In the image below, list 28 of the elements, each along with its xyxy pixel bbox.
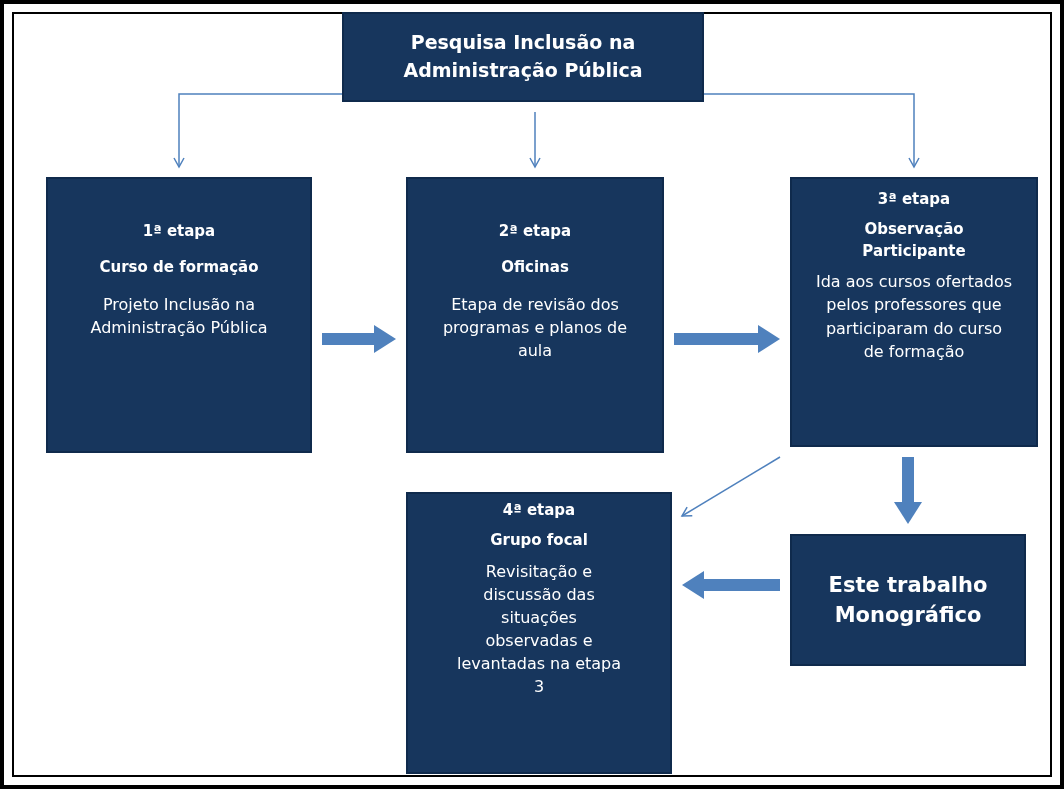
block-arrow bbox=[674, 325, 780, 353]
block-arrow bbox=[322, 325, 396, 353]
stage-title: Observação Participante bbox=[861, 218, 967, 262]
process-box bbox=[790, 177, 1038, 447]
stage-title: Curso de formação bbox=[99, 256, 259, 278]
block-arrow bbox=[894, 457, 922, 524]
stage-title: Oficinas bbox=[501, 256, 569, 278]
stage-title: Grupo focal bbox=[490, 529, 588, 551]
arrow bbox=[703, 93, 920, 168]
arrow bbox=[173, 93, 343, 168]
process-box bbox=[342, 12, 704, 102]
block-arrow bbox=[682, 571, 780, 599]
stage-description: Etapa de revisão dos programas e planos de aula bbox=[442, 293, 628, 362]
stage-description: Ida aos cursos ofertados pelos professores que participaram do curso de formação bbox=[814, 271, 1013, 363]
stage-label: 1ª etapa bbox=[142, 221, 216, 242]
box-title: Pesquisa Inclusão na Administração Pública bbox=[402, 30, 644, 83]
stage-label: 4ª etapa bbox=[502, 500, 576, 521]
box-title: Este trabalho Monográfico bbox=[827, 571, 989, 629]
stage-description: Projeto Inclusão na Administração Pública bbox=[89, 293, 269, 339]
process-box bbox=[406, 177, 664, 453]
stage-label: 2ª etapa bbox=[498, 221, 572, 242]
process-box bbox=[790, 534, 1026, 666]
stage-label: 3ª etapa bbox=[877, 189, 951, 210]
process-box bbox=[46, 177, 312, 453]
process-box bbox=[406, 492, 672, 774]
arrow bbox=[529, 111, 541, 168]
stage-description: Revisitação e discussão das situações observadas e levantadas na etapa 3 bbox=[455, 560, 623, 699]
arrow bbox=[681, 456, 781, 517]
